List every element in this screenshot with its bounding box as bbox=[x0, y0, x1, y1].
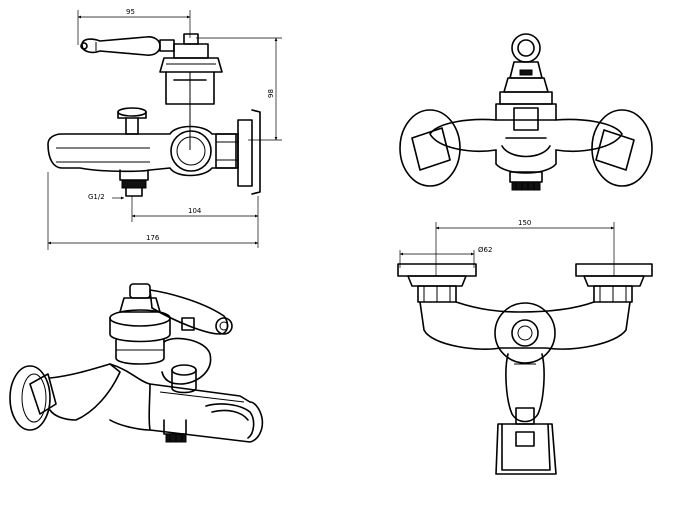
side-view: 95 98 bbox=[47, 8, 282, 250]
dimension-98-label: 98 bbox=[267, 89, 275, 98]
dimension-dia-62-label: Ø62 bbox=[478, 246, 492, 254]
dimension-176-label: 176 bbox=[146, 234, 160, 242]
thread-g12-label: G1/2 bbox=[88, 193, 105, 201]
dimension-dia-62: Ø62 bbox=[399, 246, 492, 268]
dimension-176: 176 bbox=[47, 172, 259, 250]
dimension-150-label: 150 bbox=[518, 219, 531, 227]
dimension-104-label: 104 bbox=[188, 207, 202, 215]
dimension-150: 150 bbox=[435, 219, 615, 276]
dimension-104: 104 bbox=[131, 196, 259, 248]
top-view: 150 Ø62 bbox=[397, 219, 653, 475]
front-view bbox=[399, 33, 653, 191]
dimension-98: 98 bbox=[196, 37, 282, 141]
perspective-view bbox=[9, 283, 264, 443]
dimension-95-label: 95 bbox=[126, 8, 135, 16]
